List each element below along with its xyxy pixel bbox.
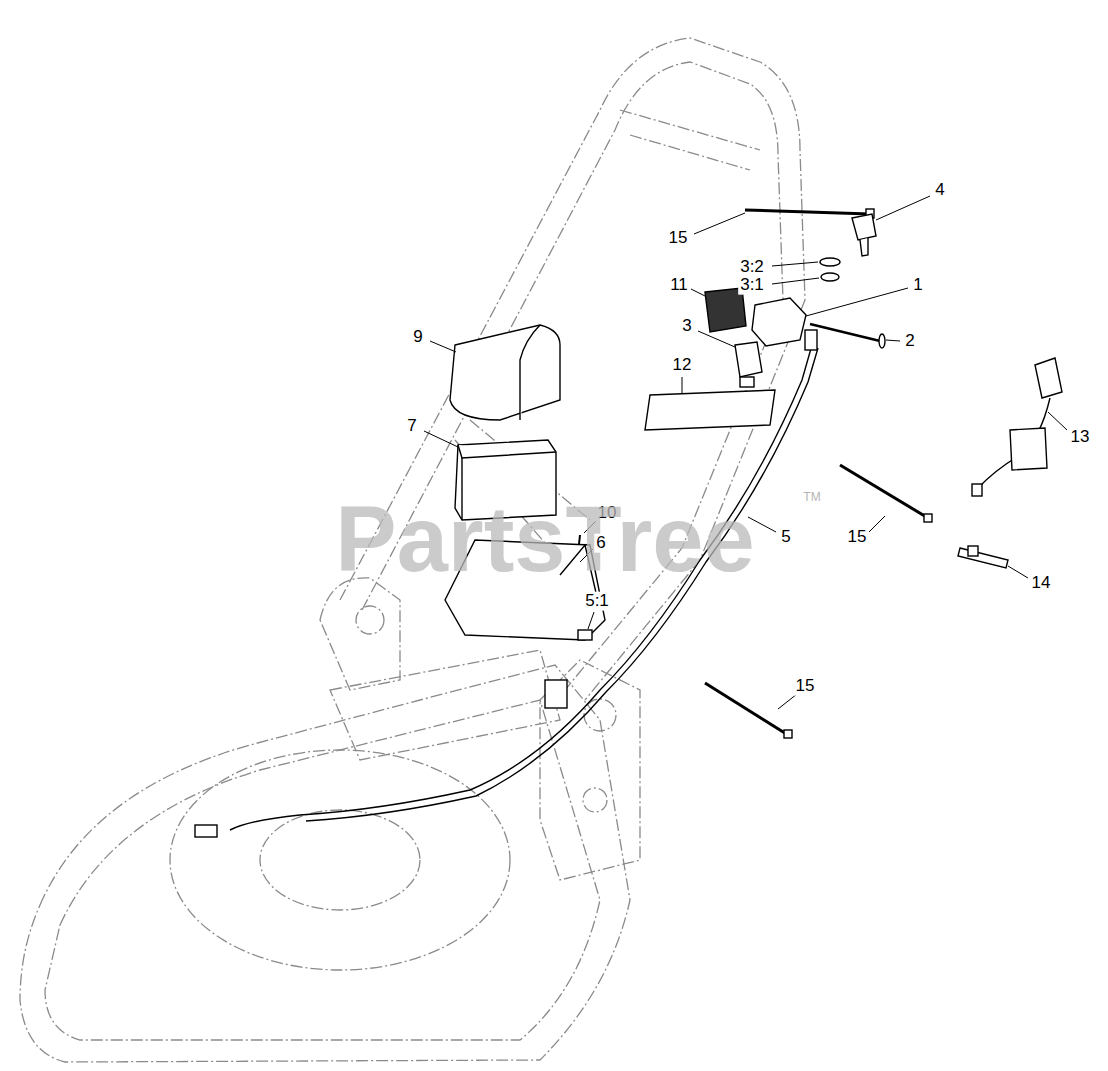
trademark-mark: TM [801, 491, 822, 504]
phantom-outline [20, 38, 805, 1062]
callout-number: 3 [680, 317, 693, 336]
callout-number: 3:2 [738, 258, 766, 277]
parts [195, 209, 1062, 837]
callout-number: 7 [405, 417, 418, 436]
callout-number: 3:1 [738, 276, 766, 295]
callout-number: 9 [411, 328, 424, 347]
callout-number: 13 [1069, 428, 1092, 447]
callout-number: 15 [794, 677, 817, 696]
callout-number: 15 [667, 229, 690, 248]
callout-number: 4 [933, 181, 946, 200]
watermark: PartsTree [333, 489, 756, 590]
callout-number: 5 [779, 528, 792, 547]
callout-number: 2 [903, 332, 916, 351]
callout-number: 15 [846, 528, 869, 547]
callout-number: 1 [911, 276, 924, 295]
callout-number: 5:1 [583, 592, 611, 611]
callout-number: 11 [668, 276, 690, 295]
callout-number: 12 [671, 356, 694, 375]
leader-lines [424, 196, 1067, 709]
callout-number: 14 [1030, 574, 1053, 593]
callout-number: 6 [594, 534, 607, 553]
